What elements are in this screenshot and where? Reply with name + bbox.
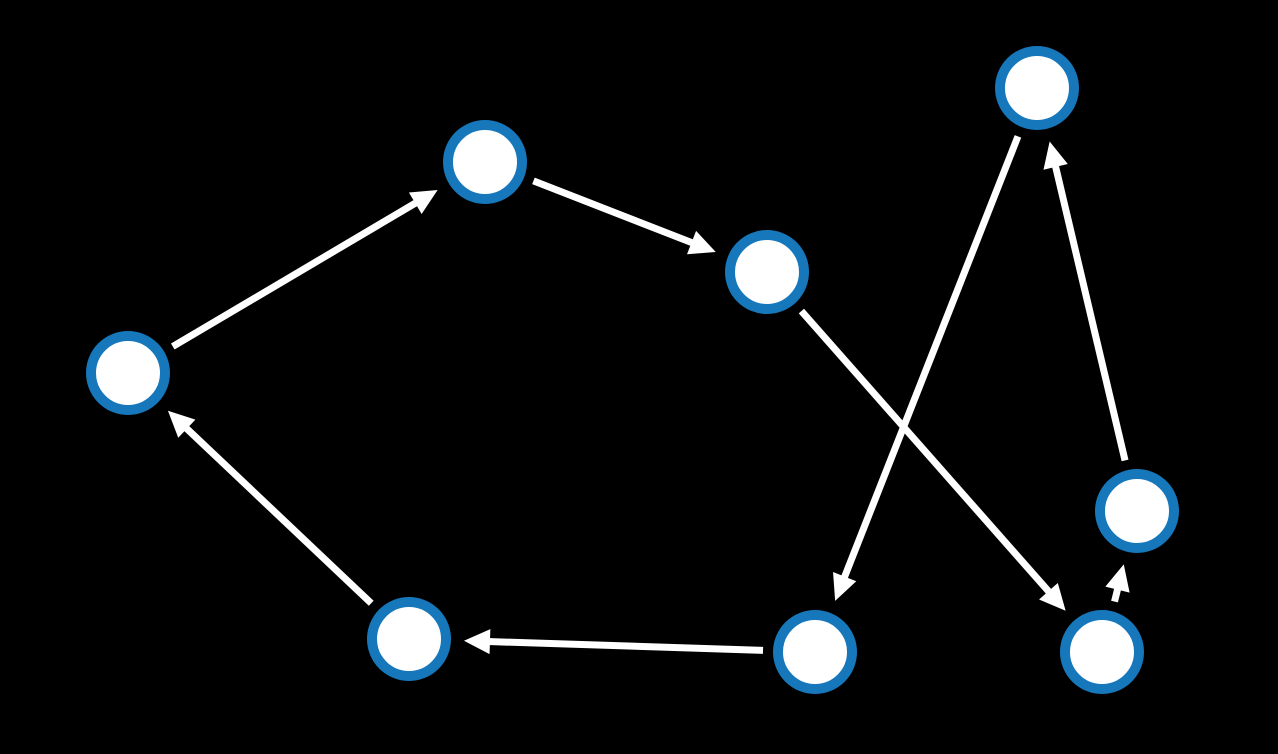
arrowhead-icon [1105,564,1130,593]
graph-node-bottom-left [367,597,451,681]
graph-node-upper-middle [443,120,527,204]
graph-edge-top-right-to-bottom-middle [833,135,1022,601]
arrowhead-icon [686,230,716,255]
nodes-layer [86,46,1179,694]
edge-shaft [1111,586,1122,603]
edges-layer [167,135,1130,655]
arrowhead-icon [463,629,491,655]
edge-shaft [487,638,764,654]
graph-node-right [1095,469,1179,553]
edge-shaft [170,199,419,350]
edge-shaft [182,424,374,606]
edge-shaft [1051,164,1129,462]
graph-node-top-right [995,46,1079,130]
graph-node-bottom-middle [773,610,857,694]
arrowhead-icon [1039,582,1066,611]
edge-shaft [798,308,1053,596]
graph-edge-bottom-right-to-right [1105,564,1130,603]
graph-edge-middle-to-bottom-right [798,308,1066,611]
graph-node-left [86,331,170,415]
graph-node-middle [725,230,809,314]
graph-edge-upper-middle-to-middle [532,177,716,255]
arrowhead-icon [833,572,857,601]
arrowhead-icon [167,410,196,438]
graph-edge-right-to-top-right [1043,141,1129,462]
edge-shaft [532,177,695,247]
arrowhead-icon [408,189,438,214]
graph-edge-bottom-left-to-left [167,410,374,606]
graph-node-bottom-right [1060,610,1144,694]
graph-edge-bottom-middle-to-bottom-left [463,629,764,655]
edge-shaft [840,135,1022,580]
arrowhead-icon [1043,141,1068,170]
graph-edge-left-to-upper-middle [170,189,438,350]
